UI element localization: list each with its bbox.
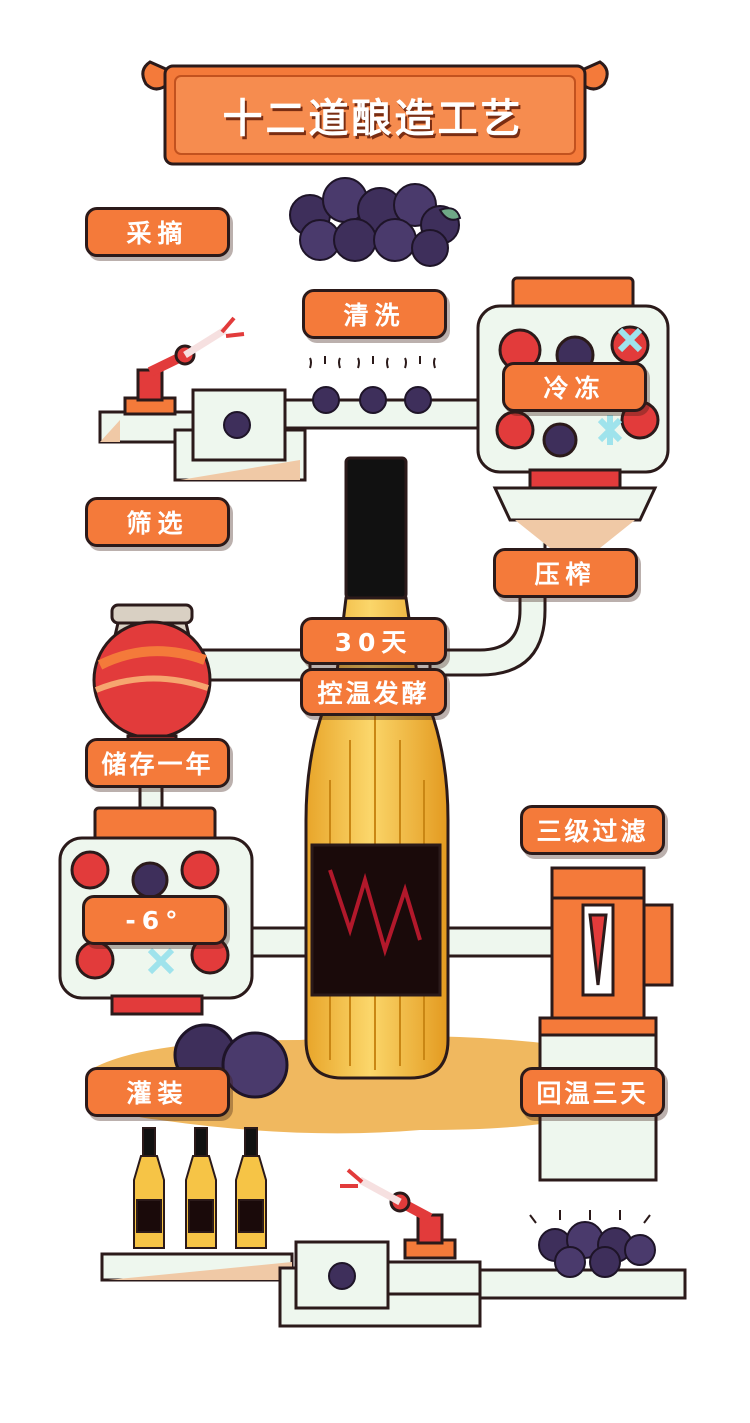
bottom-conveyor [100,1168,687,1328]
step-tag-ferment: 控温发酵 [300,668,447,716]
step-tag-store: 储存一年 [85,738,230,788]
step-tag-sort: 筛选 [85,497,230,547]
step-tag-temp: -6° [82,895,227,945]
step-tag-days: 30天 [300,617,447,665]
step-tag-fill: 灌装 [85,1067,230,1117]
step-tag-rewarm: 回温三天 [520,1067,665,1117]
small-bottles [133,1127,267,1249]
freezer-jar-top [476,276,670,548]
step-tag-filter: 三级过滤 [520,805,665,855]
pipe-temp [248,926,312,958]
grape-cluster-bottom [529,1210,656,1278]
title-banner [141,60,609,166]
step-tag-pick: 采摘 [85,207,230,257]
step-tag-press: 压榨 [493,548,638,598]
filter-machine [538,866,674,1182]
main-bottle [304,456,450,1080]
step-tag-freeze: 冷冻 [502,362,647,412]
sorting-conveyor [98,316,307,482]
pipe-filter [438,926,557,958]
step-tag-wash: 清洗 [302,289,447,339]
washed-grapes [309,356,436,414]
storage-pot [92,603,212,752]
page-title: 十二道酿造工艺 [222,96,524,142]
grape-cluster-top [289,177,462,267]
